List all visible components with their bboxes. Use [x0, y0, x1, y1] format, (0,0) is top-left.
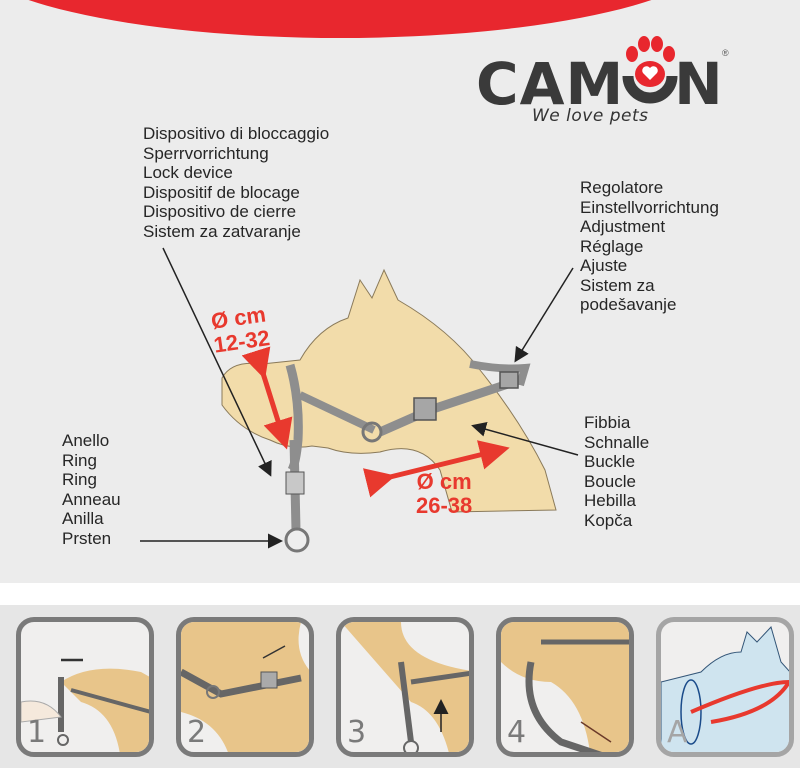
step-number: 4 [507, 715, 527, 750]
step-number: A [667, 715, 688, 750]
label-line: Anello [62, 431, 110, 450]
measurement-range: 26-38 [416, 493, 473, 518]
label-line: Ajuste [580, 256, 628, 275]
label-line: Dispositivo di bloccaggio [143, 124, 330, 143]
label-buckle: Fibbia Schnalle Buckle Boucle Hebilla Ko… [584, 413, 649, 530]
label-line: Lock device [143, 163, 233, 182]
label-line: Dispositivo de cierre [143, 202, 297, 221]
label-line: Regolatore [580, 178, 664, 197]
step-number: 3 [347, 715, 367, 750]
label-line: Schnalle [584, 432, 650, 452]
step-1-illustration [21, 658, 149, 752]
label-line: Sperrvorrichtung [143, 143, 269, 163]
step-a-panel: A [656, 617, 794, 757]
step-4-illustration [501, 622, 629, 752]
step-number: 2 [187, 715, 207, 750]
label-line: Prsten [62, 528, 112, 548]
label-line: Adjustment [580, 217, 666, 236]
muzzle-measurement: Ø cm 12-32 [209, 301, 271, 357]
label-line: Anilla [62, 509, 104, 528]
registered-mark: ® [722, 48, 729, 58]
label-line: Sistem za zatvaranje [143, 221, 301, 241]
step-1-panel: 1 [16, 617, 154, 757]
logo-wordmark: CAM N [476, 36, 724, 118]
label-line: podešavanje [580, 295, 677, 314]
neck-measurement: Ø cm 26-38 [416, 470, 472, 518]
label-line: Dispositif de blocage [143, 182, 300, 202]
label-lock-device: Dispositivo di bloccaggio Sperrvorrichtu… [143, 124, 329, 241]
step-2-panel: 2 [176, 617, 314, 757]
logo-word-cam: CAM [476, 50, 625, 118]
label-line: Sistem za [580, 275, 655, 295]
label-line: Hebilla [584, 491, 636, 510]
step-number: 1 [27, 715, 47, 750]
label-line: Buckle [584, 452, 636, 471]
label-line: Ring [62, 470, 97, 489]
paw-o-icon [622, 36, 678, 108]
label-line: Réglage [580, 236, 644, 256]
step-3-panel: 3 [336, 617, 474, 757]
label-adjustment: Regolatore Einstellvorrichtung Adjustmen… [580, 178, 719, 315]
label-ring: Anello Ring Ring Anneau Anilla Prsten [62, 431, 121, 548]
logo-word-n: N [674, 50, 724, 118]
step-3-illustration [341, 622, 469, 752]
camon-logo: CAM N ® We love pets [476, 36, 736, 138]
step-2-illustration [181, 622, 309, 752]
label-line: Anneau [62, 489, 121, 509]
diagram-panel: CAM N ® We love pets Dispositivo di bloc… [0, 0, 800, 583]
label-line: Einstellvorrichtung [580, 197, 719, 217]
step-4-panel: 4 [496, 617, 634, 757]
label-line: Boucle [584, 471, 636, 491]
step-a-illustration [661, 626, 789, 752]
dog-head-halter-illustration [140, 247, 579, 553]
label-line: Ring [62, 450, 97, 470]
label-line: Kopča [584, 510, 633, 530]
logo-tagline: We love pets [532, 106, 649, 126]
label-line: Fibbia [584, 413, 631, 432]
measurement-unit: Ø cm [416, 469, 472, 494]
